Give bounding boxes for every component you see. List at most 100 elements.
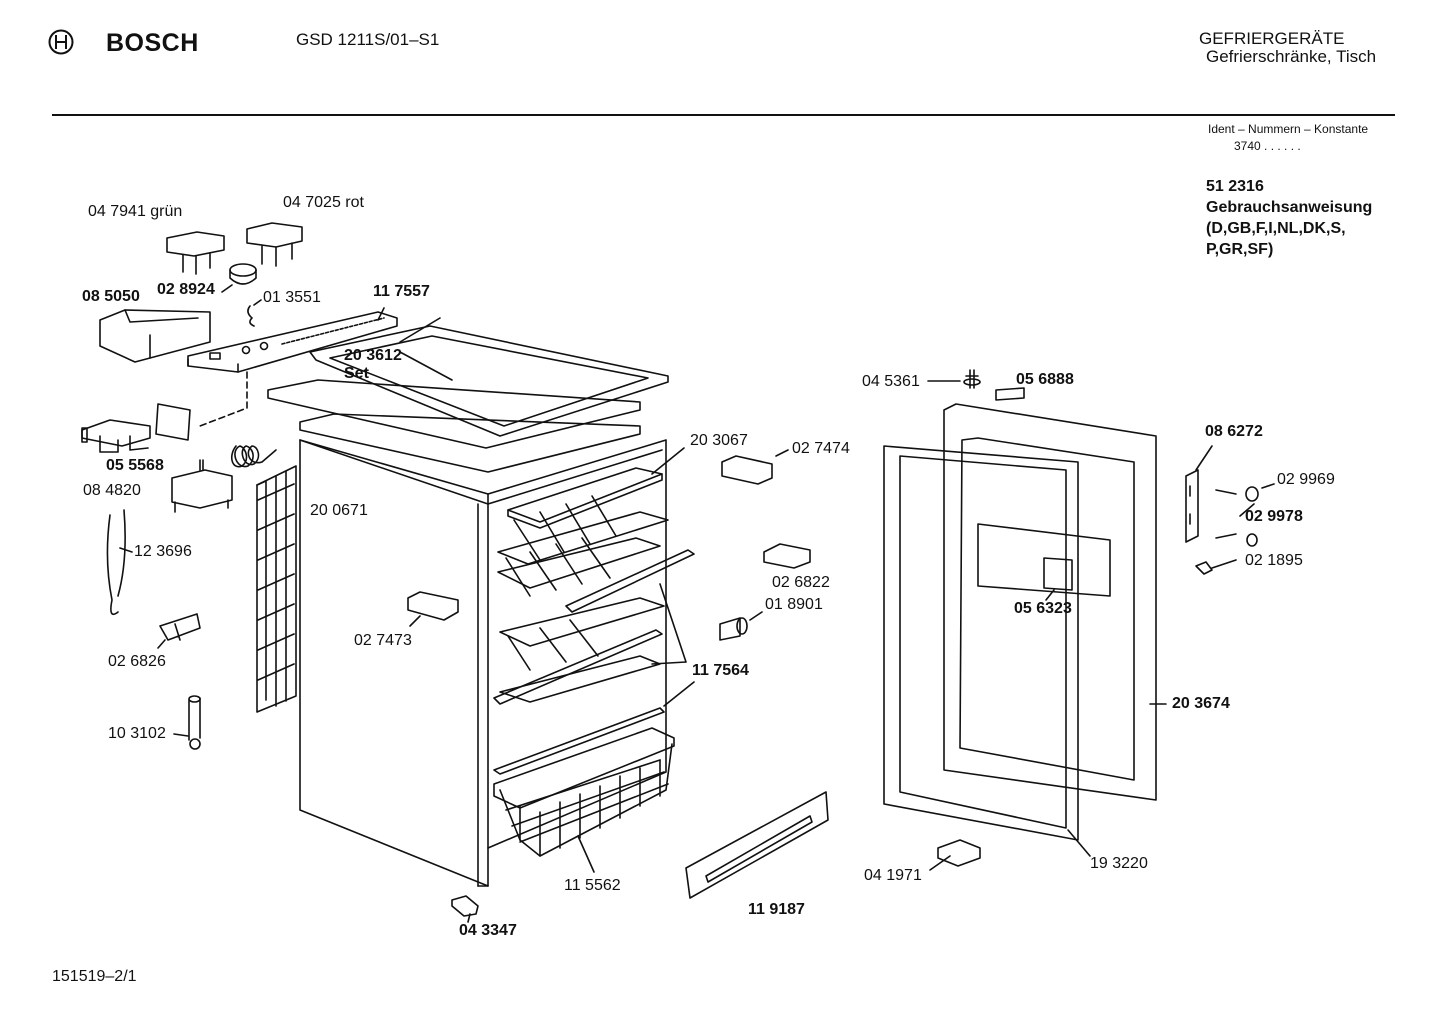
flap-rail-lower [494,630,662,704]
manual-languages-1: (D,GB,F,I,NL,DK,S, [1206,220,1346,237]
insulation-plate [300,414,640,472]
category: GEFRIERGERÄTE [1199,29,1345,48]
top-frame [310,326,668,436]
door-203674 [944,404,1156,800]
manual-title: Gebrauchsanweisung [1206,199,1373,216]
leader-027474 [776,450,788,456]
part-label: 02 9978 [1245,508,1303,525]
part-label: 11 5562 [564,877,621,894]
condenser [257,466,296,712]
leader-115562 [578,836,594,872]
part-label: 01 3551 [263,289,321,306]
hinge-026822 [764,544,810,568]
manual-number: 51 2316 [1206,178,1264,195]
part-label: 02 8924 [157,281,215,298]
part-label: 02 6822 [772,574,830,591]
thermostat-plate [156,404,190,440]
bosch-armature-icon [48,29,74,55]
leader-056323 [1046,590,1054,600]
part-label: 08 6272 [1205,423,1263,440]
part-label: 02 9969 [1277,471,1335,488]
ident-label: Ident – Nummern – Konstante [1208,122,1369,136]
leader-041971 [930,856,950,870]
door-strip-056888 [996,388,1024,400]
part-label: 12 3696 [134,543,192,560]
part-label: Set [344,365,369,382]
probe-cable [107,510,125,614]
leader-029969 [1262,484,1274,488]
door-handle-056323 [1044,558,1072,590]
bracket-026826 [160,614,200,640]
ident-value: 3740 . . . . . . [1234,139,1301,153]
brand-name: BOSCH [106,29,199,57]
part-label: 02 1895 [1245,552,1303,569]
leader-123696 [120,548,132,552]
door-gasket-193220 [884,446,1078,840]
leader-193220 [1068,830,1090,856]
kick-plate-119187 [686,792,828,898]
hinge-027474 [722,456,772,484]
part-label: 08 5050 [82,288,140,305]
document-number: 151519–2/1 [52,968,137,985]
part-label: 11 9187 [748,901,805,918]
leader-018901 [750,612,762,620]
thermostat-bracket [82,420,150,452]
cabinet-body [300,440,666,886]
part-label: 04 1971 [864,867,922,884]
basket-115562 [494,728,674,856]
part-label: 02 6826 [108,653,166,670]
screw-cap-029978 [1216,534,1257,546]
hinge-plate-086272 [1186,470,1198,542]
manual-languages-2: P,GR,SF) [1206,241,1274,258]
hinge-pin-045361 [964,370,980,388]
part-label: 11 7557 [373,283,430,300]
leader-026826 [158,640,165,648]
dashed-guide [200,372,247,426]
lamp-housing [100,310,210,362]
tube-103102 [189,696,200,749]
part-label: 20 3674 [1172,695,1230,712]
model-number: GSD 1211S/01–S1 [296,30,440,49]
part-label: 01 8901 [765,596,823,613]
screw-021895 [1196,560,1236,574]
hinge-041971 [938,840,980,866]
leader-029978 [1240,504,1254,516]
flap-rail-bottom [494,708,664,774]
glass-shelf-203612 [268,380,640,448]
evaporator-shelves [498,468,668,702]
header-rule [52,114,1395,116]
leader-203612 [400,318,452,380]
part-label: 20 3067 [690,432,748,449]
part-label: 11 7564 [692,662,749,679]
leader-027473 [410,616,420,626]
leader-117557 [378,308,384,320]
part-label: 20 3612 [344,347,402,364]
leader-103102 [174,734,188,736]
part-label: 04 7941 grün [88,203,183,220]
capillary-coil [232,446,276,467]
foot-043347 [452,896,478,916]
part-label: 02 7473 [354,632,412,649]
leader-117564 [652,584,694,706]
leader-043347 [468,914,470,922]
part-label: 08 4820 [83,482,141,499]
switch-red [247,223,302,266]
clip-013551 [248,306,254,326]
leader-028924 [222,285,232,292]
part-label: 20 0671 [310,502,368,519]
part-label: 02 7474 [792,440,850,457]
part-label: 04 3347 [459,922,517,939]
switch-green [167,232,224,274]
part-label: 04 7025 rot [283,194,364,211]
part-label: 05 5568 [106,457,164,474]
part-label: 10 3102 [108,725,166,742]
leader-013551 [254,300,261,305]
control-panel [188,312,397,372]
subcategory: Gefrierschränke, Tisch [1206,47,1377,66]
leader-203067 [652,448,684,474]
screw-cap-029969 [1216,487,1258,501]
knob-part [230,264,256,284]
thermostat [172,460,232,512]
part-label: 19 3220 [1090,855,1148,872]
part-label: 05 6323 [1014,600,1072,617]
